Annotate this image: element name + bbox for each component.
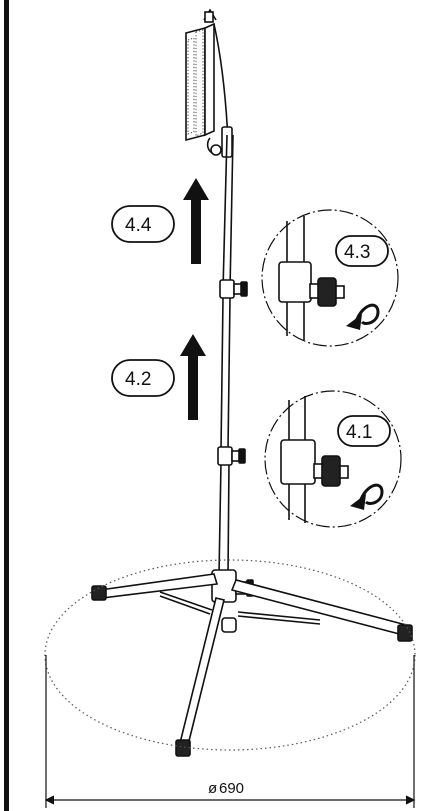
margin-bar [4,0,9,811]
tripod-base [91,569,413,757]
step-label-4-3: 4.3 [344,242,370,263]
rotate-counterclockwise-icon [350,483,384,510]
arrow-up-icon [180,334,206,420]
rotate-counterclockwise-icon [346,303,380,330]
dimension-line [44,655,416,808]
pole-clamp-lower [217,446,246,466]
stand-pole [218,134,234,576]
detail-circle-4-1: 4.1 [264,390,402,528]
dimension-label: 690 [219,780,244,797]
step-4-4: 4.4 [111,178,209,264]
dimension-symbol: ø [208,780,217,797]
step-label-4-1: 4.1 [346,422,372,443]
step-label-4-2: 4.2 [125,369,151,390]
step-label-4-4: 4.4 [125,215,152,236]
light-panel [185,8,233,158]
arrow-up-icon [183,178,209,264]
detail-circle-4-3: 4.3 [261,209,399,347]
pole-clamp-upper [219,279,248,299]
step-4-2: 4.2 [111,334,206,420]
base-footprint-ellipse [44,559,416,751]
